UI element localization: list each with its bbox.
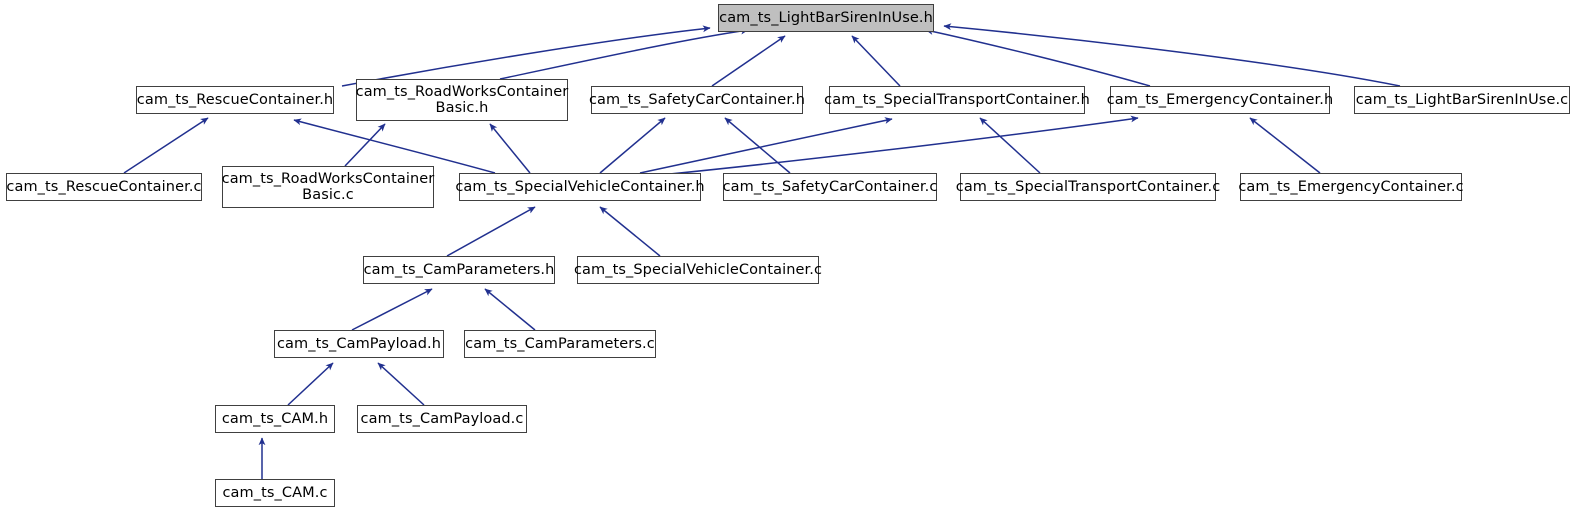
dependency-edge — [351, 288, 433, 331]
dependency-edge — [499, 27, 749, 80]
dependency-edge — [446, 206, 536, 257]
graph-node-label: cam_ts_CamParameters.h — [363, 261, 555, 278]
graph-node-label: cam_ts_SafetyCarContainer.h — [588, 91, 806, 108]
graph-node-specialvehicle_c[interactable]: cam_ts_SpecialVehicleContainer.c — [573, 256, 823, 284]
graph-node-label: cam_ts_LightBarSirenInUse.h — [719, 9, 933, 26]
graph-node-campayload_c[interactable]: cam_ts_CamPayload.c — [357, 405, 527, 433]
graph-node-cam_h[interactable]: cam_ts_CAM.h — [215, 405, 335, 433]
graph-node-label: cam_ts_RescueContainer.c — [6, 178, 202, 195]
dependency-edge — [287, 362, 334, 406]
graph-node-label: cam_ts_SpecialTransportContainer.h — [824, 91, 1090, 108]
graph-node-label: cam_ts_EmergencyContainer.c — [1238, 178, 1464, 195]
graph-node-emergency_c[interactable]: cam_ts_EmergencyContainer.c — [1238, 173, 1464, 201]
graph-node-safetycar_h[interactable]: cam_ts_SafetyCarContainer.h — [588, 86, 806, 114]
dependency-edge — [659, 115, 1139, 176]
dependency-edge — [599, 117, 666, 174]
graph-node-label: cam_ts_SpecialVehicleContainer.c — [573, 261, 823, 278]
graph-node-roadworks_c[interactable]: cam_ts_RoadWorksContainer Basic.c — [222, 166, 434, 208]
graph-node-label: cam_ts_SpecialTransportContainer.c — [955, 178, 1221, 195]
graph-node-safetycar_c[interactable]: cam_ts_SafetyCarContainer.c — [723, 173, 937, 201]
graph-node-lightbar_h[interactable]: cam_ts_LightBarSirenInUse.h — [718, 4, 934, 32]
graph-node-label: cam_ts_RoadWorksContainer Basic.c — [221, 170, 435, 203]
dependency-edge — [711, 35, 786, 87]
graph-node-label: cam_ts_CamParameters.c — [465, 335, 655, 352]
dependency-edge — [123, 117, 209, 174]
dependency-edge — [724, 117, 791, 174]
dependency-edge — [377, 362, 425, 406]
graph-node-camparams_c[interactable]: cam_ts_CamParameters.c — [464, 330, 656, 358]
dependency-edge — [1249, 117, 1321, 174]
graph-node-specialvehicle_h[interactable]: cam_ts_SpecialVehicleContainer.h — [455, 173, 705, 201]
dependency-edge — [344, 123, 386, 167]
dependency-edge — [341, 25, 711, 87]
graph-node-label: cam_ts_RoadWorksContainer Basic.h — [355, 83, 569, 116]
graph-node-specialtransport_c[interactable]: cam_ts_SpecialTransportContainer.c — [956, 173, 1220, 201]
graph-node-label: cam_ts_SafetyCarContainer.c — [722, 178, 938, 195]
graph-node-rescue_c[interactable]: cam_ts_RescueContainer.c — [6, 173, 202, 201]
graph-node-label: cam_ts_EmergencyContainer.h — [1106, 91, 1334, 108]
dependency-edge — [639, 117, 893, 174]
graph-node-lightbar_c[interactable]: cam_ts_LightBarSirenInUse.c — [1354, 86, 1570, 114]
graph-node-emergency_h[interactable]: cam_ts_EmergencyContainer.h — [1107, 86, 1333, 114]
graph-node-label: cam_ts_CamPayload.h — [276, 335, 442, 352]
graph-node-label: cam_ts_CAM.c — [222, 484, 328, 501]
graph-node-campayload_h[interactable]: cam_ts_CamPayload.h — [274, 330, 444, 358]
dependency-edge — [925, 28, 1151, 87]
dependency-edge — [489, 123, 531, 174]
graph-node-roadworks_h[interactable]: cam_ts_RoadWorksContainer Basic.h — [356, 79, 568, 121]
dependency-edge — [484, 288, 536, 331]
graph-node-cam_c[interactable]: cam_ts_CAM.c — [215, 479, 335, 507]
graph-node-camparams_h[interactable]: cam_ts_CamParameters.h — [363, 256, 555, 284]
graph-node-label: cam_ts_SpecialVehicleContainer.h — [455, 178, 705, 195]
graph-node-label: cam_ts_LightBarSirenInUse.c — [1355, 91, 1569, 108]
graph-node-rescue_h[interactable]: cam_ts_RescueContainer.h — [136, 86, 334, 114]
graph-node-label: cam_ts_RescueContainer.h — [136, 91, 334, 108]
dependency-edge — [943, 23, 1401, 87]
dependency-edge — [851, 35, 901, 87]
graph-node-specialtransport_h[interactable]: cam_ts_SpecialTransportContainer.h — [824, 86, 1090, 114]
dependency-edge — [599, 206, 661, 257]
graph-node-label: cam_ts_CamPayload.c — [360, 410, 524, 427]
graph-node-label: cam_ts_CAM.h — [221, 410, 329, 427]
dependency-edge — [293, 118, 496, 174]
dependency-edge — [979, 117, 1041, 174]
